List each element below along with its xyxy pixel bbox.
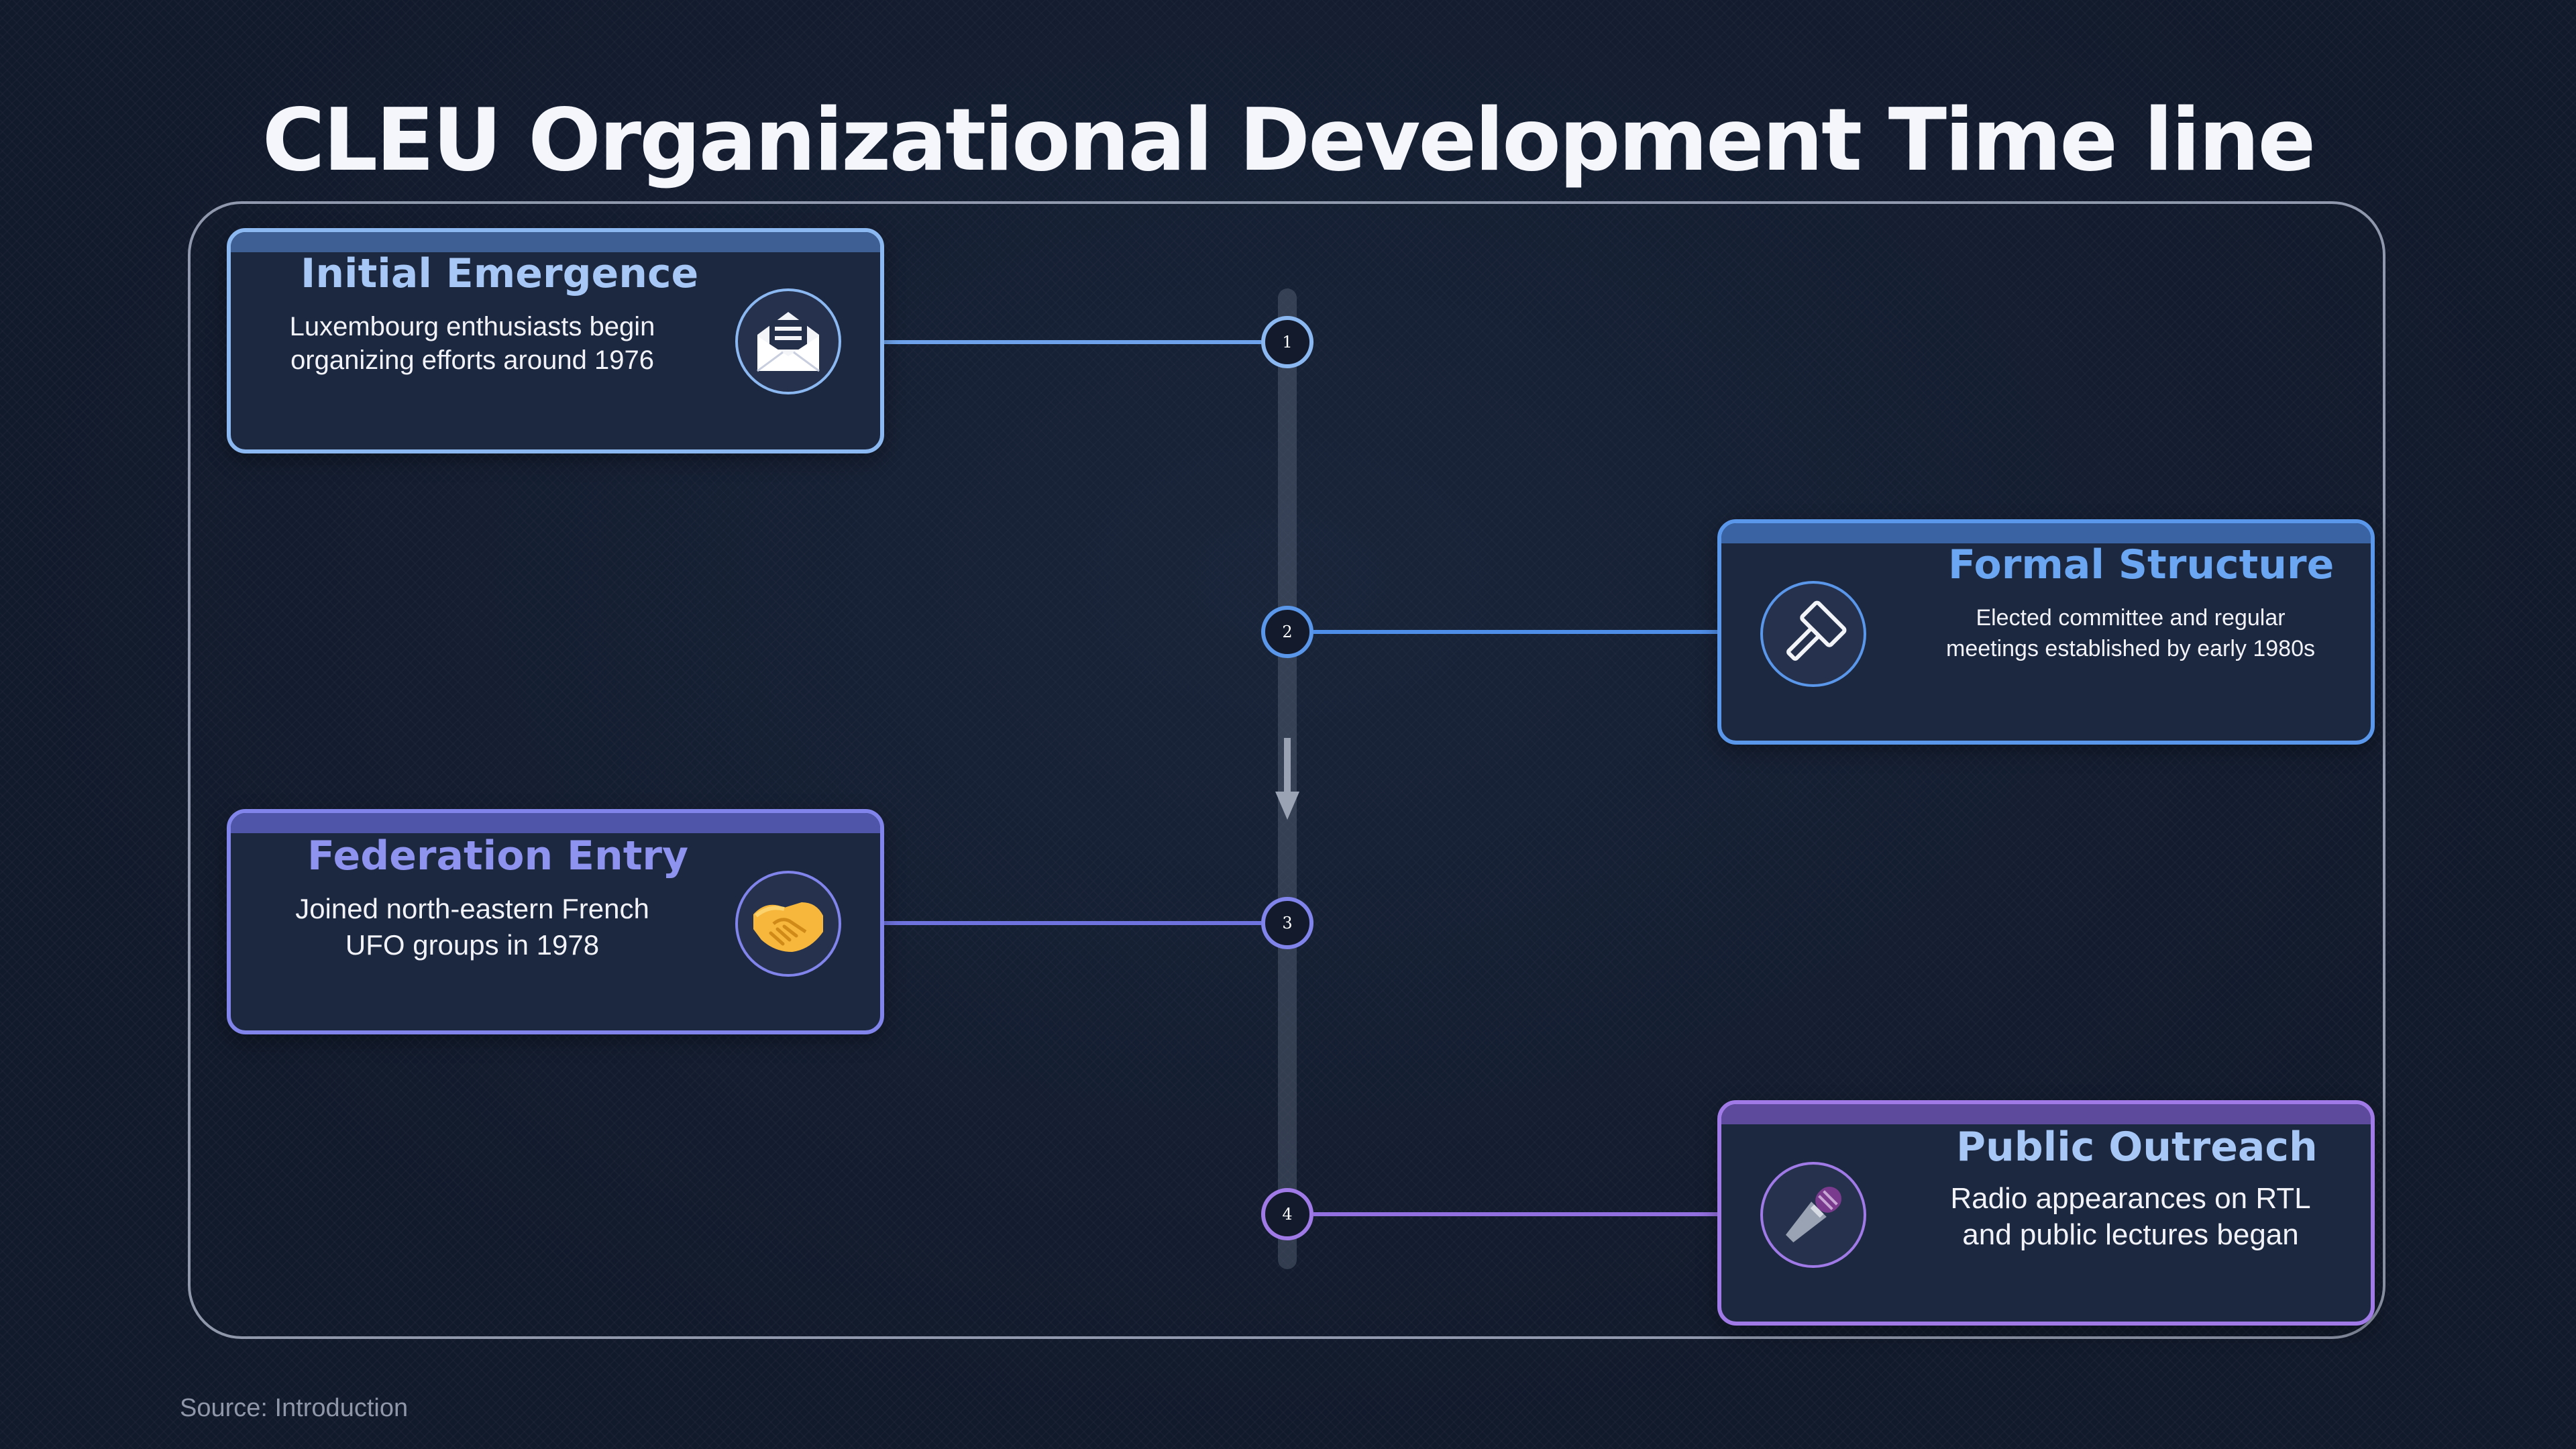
step-marker-4: 4	[1261, 1188, 1313, 1240]
down-arrow-icon	[1275, 738, 1299, 820]
step-number: 1	[1282, 333, 1293, 352]
event-title: Federation Entry	[307, 833, 689, 879]
icon-badge	[735, 288, 841, 394]
microphone-icon	[1785, 1186, 1842, 1243]
timeline-frame	[188, 201, 2385, 1339]
gavel-icon	[1786, 600, 1847, 661]
event-card-public-outreach: Public Outreach Radio appearances on RTL…	[1717, 1100, 2375, 1326]
event-description: Luxembourg enthusiasts begin organizing …	[258, 310, 687, 377]
step-marker-1: 1	[1261, 316, 1313, 368]
handshake-icon	[753, 902, 823, 952]
event-description: Joined north-eastern French UFO groups i…	[258, 891, 687, 963]
card-header-band	[1721, 1104, 2371, 1124]
event-card-formal-structure: Formal Structure Elected committee and r…	[1717, 519, 2375, 745]
event-description-line: Elected committee and regular	[1976, 605, 2286, 631]
icon-badge	[1760, 1162, 1866, 1268]
event-description-line: and public lectures began	[1962, 1218, 2299, 1251]
event-description: Radio appearances on RTL and public lect…	[1923, 1181, 2339, 1253]
card-header-band	[1721, 523, 2371, 543]
step-marker-3: 3	[1261, 897, 1313, 949]
icon-badge	[1760, 581, 1866, 687]
event-card-initial-emergence: Initial Emergence Luxembourg enthusiasts…	[227, 228, 884, 453]
event-description-line: meetings established by early 1980s	[1946, 636, 2315, 661]
step-marker-2: 2	[1261, 606, 1313, 658]
open-envelope-icon	[757, 312, 820, 372]
step-number: 4	[1282, 1205, 1293, 1224]
card-header-band	[231, 232, 880, 252]
event-description-line: Radio appearances on RTL	[1950, 1182, 2311, 1215]
event-title: Initial Emergence	[301, 250, 699, 297]
event-description-line: Luxembourg enthusiasts begin	[289, 312, 655, 341]
event-title: Public Outreach	[1956, 1124, 2318, 1171]
event-title: Formal Structure	[1948, 541, 2334, 588]
event-description-line: organizing efforts around 1976	[290, 345, 654, 375]
event-description-line: Joined north-eastern French	[295, 893, 649, 924]
event-description-line: UFO groups in 1978	[345, 929, 600, 961]
card-header-band	[231, 813, 880, 833]
event-card-federation-entry: Federation Entry Joined north-eastern Fr…	[227, 809, 884, 1034]
step-number: 3	[1282, 914, 1293, 932]
step-number: 2	[1282, 623, 1293, 641]
page-title: CLEU Organizational Development Time lin…	[262, 91, 2316, 191]
event-description: Elected committee and regular meetings e…	[1923, 602, 2339, 664]
source-note: Source: Introduction	[180, 1394, 409, 1422]
icon-badge	[735, 871, 841, 977]
